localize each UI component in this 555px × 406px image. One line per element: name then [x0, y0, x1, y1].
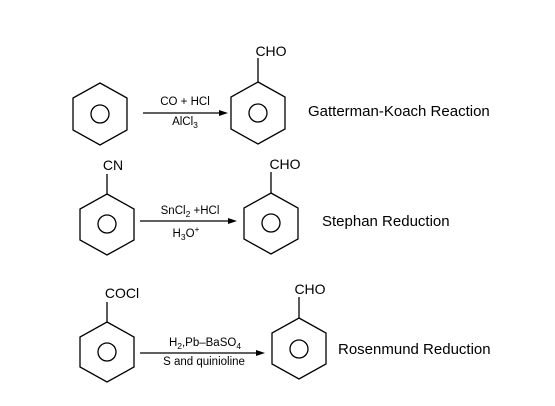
reagent-top: H2,Pb–BaSO4 [169, 337, 241, 351]
reagent-bottom: S and quinioline [163, 356, 245, 368]
reactant-benzoyl-chloride: COCl [79, 285, 139, 383]
product-benzaldehyde: CHO [243, 156, 301, 255]
arrow-head [228, 218, 237, 224]
reagent-bottom: AlCl3 [172, 116, 198, 130]
reagent-top: SnCl2 +HCl [161, 205, 220, 219]
reactant-group-label: CN [103, 157, 123, 173]
reactant-benzonitrile: CN [79, 157, 135, 256]
product-group-label: CHO [269, 156, 300, 172]
reaction-rosenmund-reduction: COCl H2,Pb–BaSO4 S and quinioline CHO Ro… [79, 281, 491, 383]
reaction-gatterman-koach: CO + HCl AlCl3 CHO Gatterman-Koach React… [72, 43, 490, 146]
product-benzaldehyde: CHO [230, 43, 287, 145]
arrow-head [219, 110, 228, 116]
reactant-benzene-ring [72, 82, 128, 146]
arrow-head [256, 350, 265, 356]
reagent-top: CO + HCl [160, 96, 210, 108]
product-group-label: CHO [255, 43, 286, 59]
reaction-name: Gatterman-Koach Reaction [308, 103, 490, 120]
product-group-label: CHO [294, 281, 325, 297]
reaction-stephan-reduction: CN SnCl2 +HCl H3O+ CHO Stephan Reduction [79, 156, 450, 256]
reaction-name: Stephan Reduction [322, 213, 450, 230]
product-benzaldehyde: CHO [271, 281, 327, 380]
reaction-name: Rosenmund Reduction [338, 341, 491, 358]
reactant-group-label: COCl [105, 285, 139, 301]
reagent-bottom: H3O+ [173, 224, 200, 242]
